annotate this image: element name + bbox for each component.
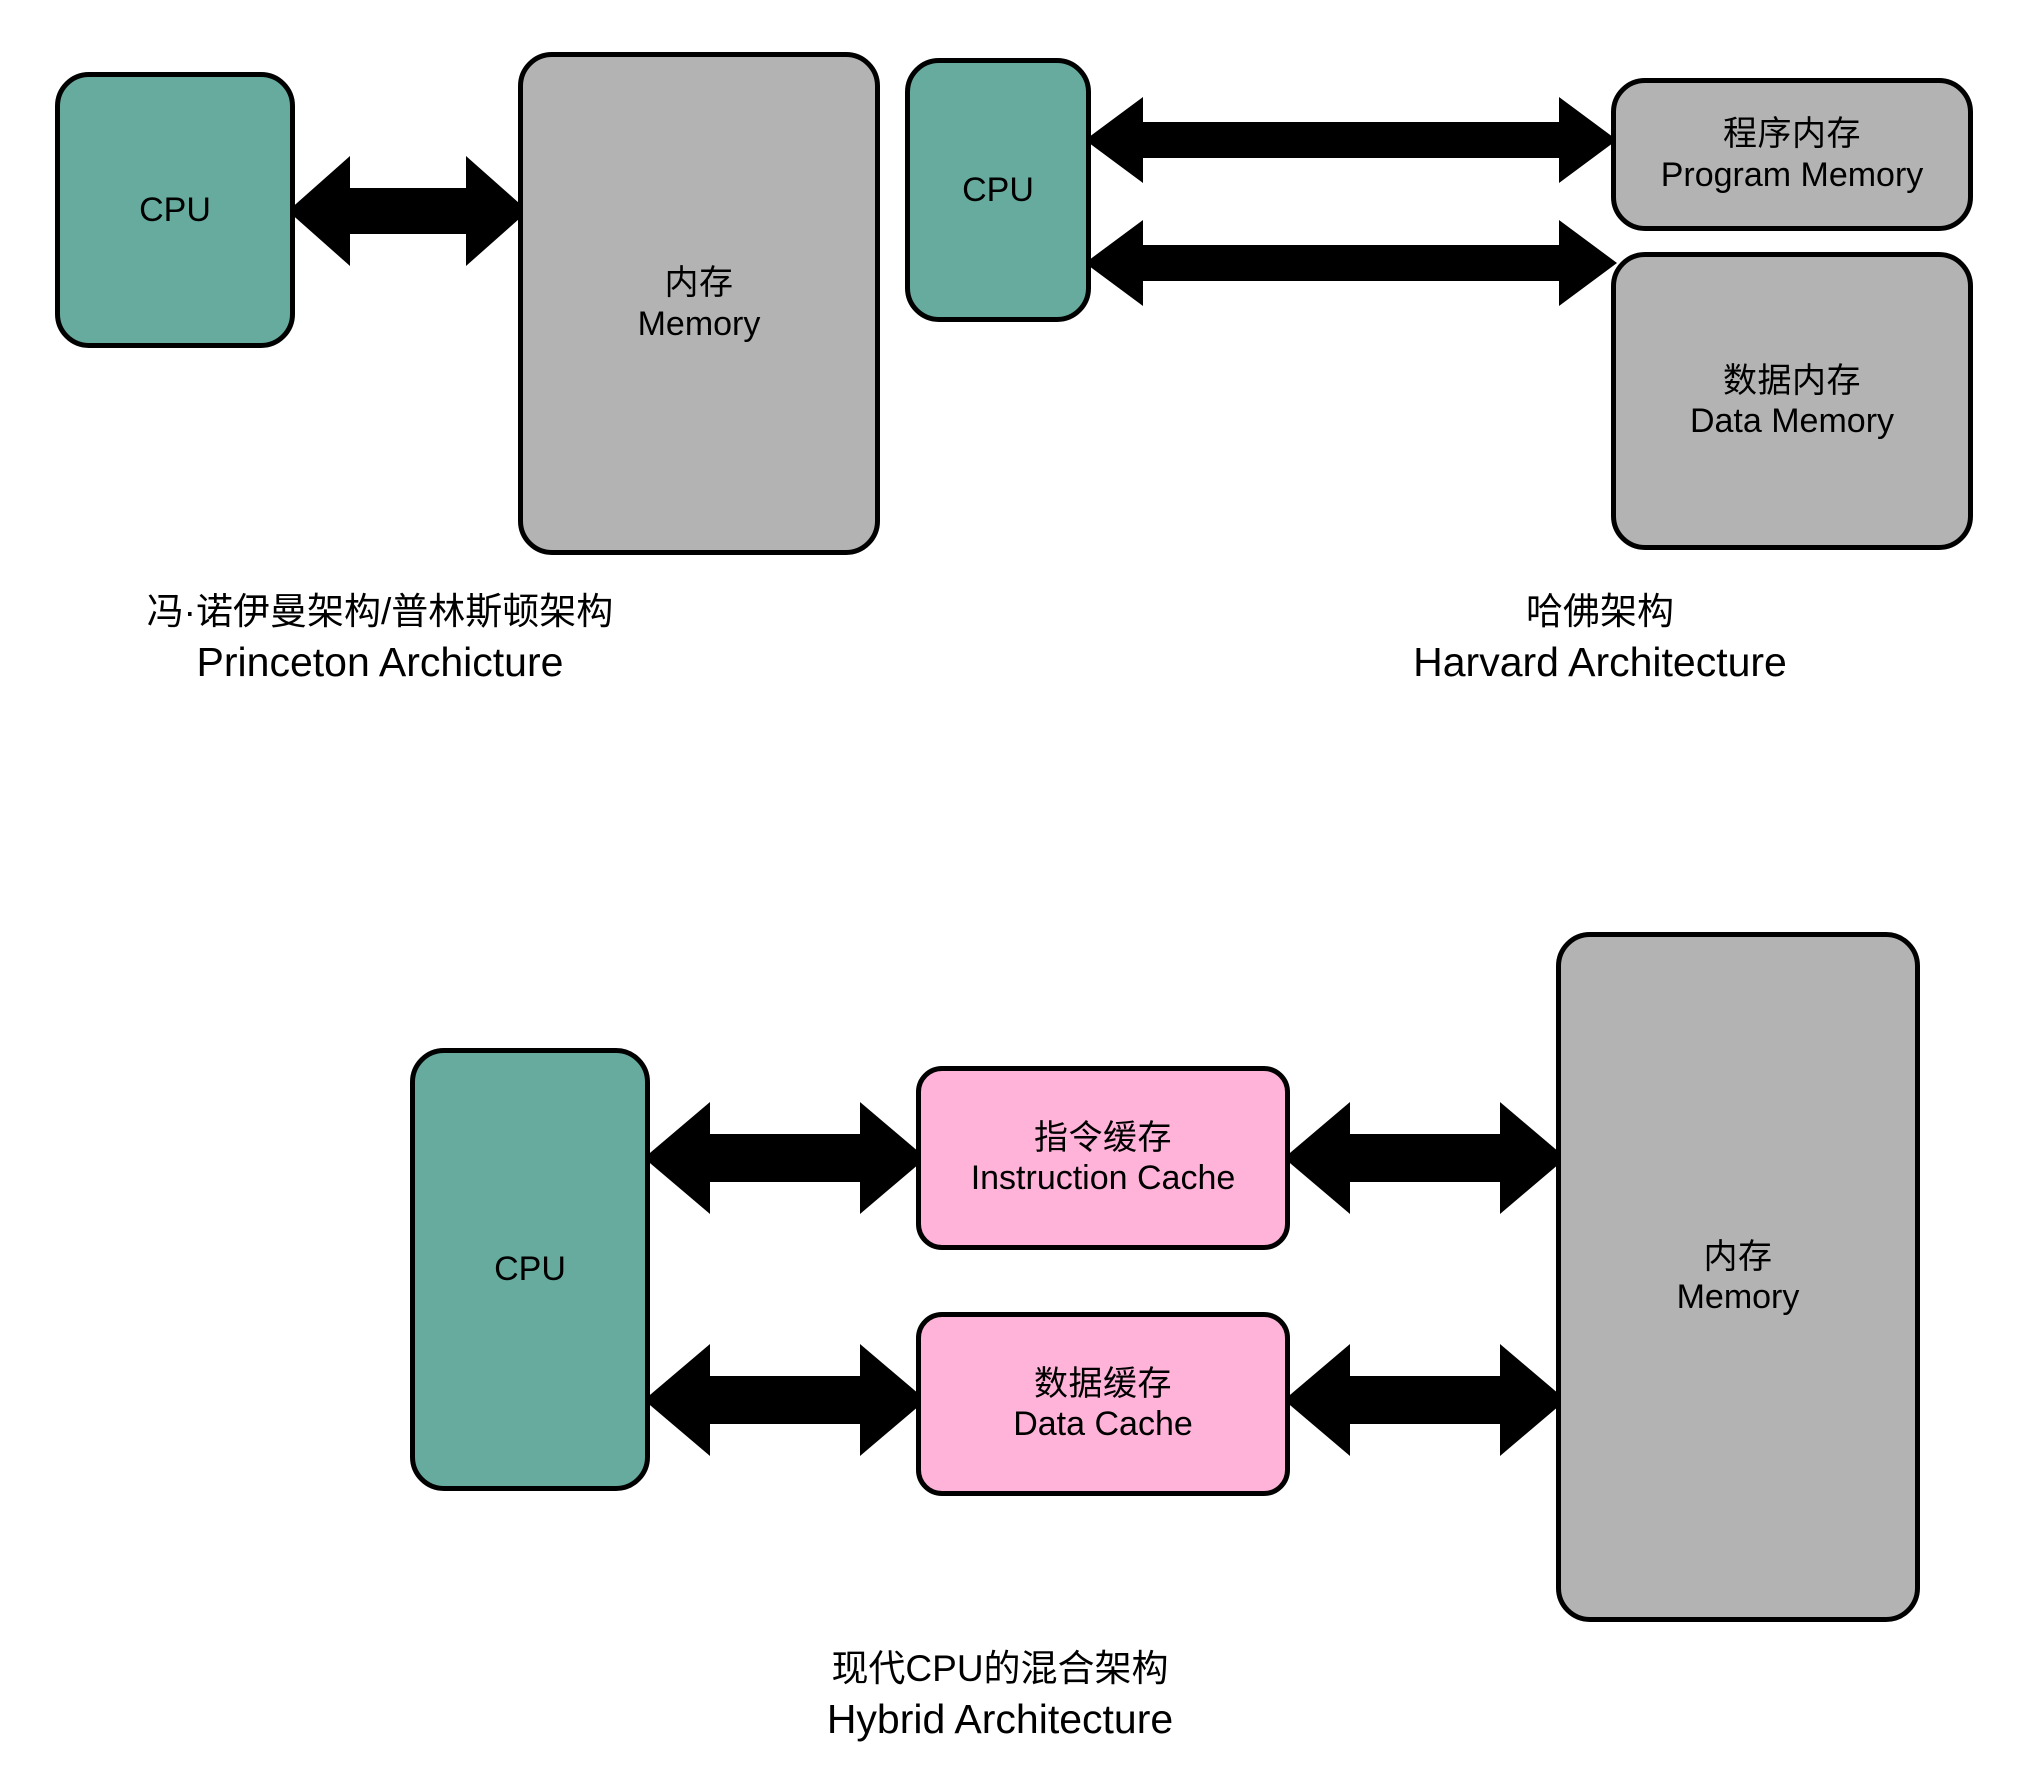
harvard-program-memory-label: 程序内存 Program Memory <box>1660 115 1924 194</box>
hybrid-data-cache-memory-arrow <box>1284 1330 1566 1470</box>
harvard-cpu-program-memory-arrow <box>1085 85 1617 195</box>
harvard-data-memory-label: 数据内存 Data Memory <box>1689 361 1895 440</box>
hybrid-cpu-data-cache-arrow <box>644 1330 926 1470</box>
princeton-memory-label: 内存 Memory <box>637 264 761 343</box>
hybrid-instruction-cache-memory-arrow <box>1284 1088 1566 1228</box>
hybrid-data-cache-label: 数据缓存 Data Cache <box>1013 1364 1193 1443</box>
harvard-data-memory-box: 数据内存 Data Memory <box>1611 252 1973 550</box>
harvard-cpu-label: CPU <box>962 170 1034 209</box>
harvard-cpu-data-memory-arrow <box>1085 208 1617 318</box>
hybrid-memory-box: 内存 Memory <box>1556 932 1920 1622</box>
hybrid-instruction-cache-label: 指令缓存 Instruction Cache <box>970 1118 1236 1197</box>
hybrid-cpu-box: CPU <box>410 1048 650 1491</box>
princeton-cpu-memory-arrow <box>288 136 528 286</box>
harvard-program-memory-box: 程序内存 Program Memory <box>1611 78 1973 231</box>
princeton-caption: 冯·诺伊曼架构/普林斯顿架构 Princeton Archicture <box>146 591 614 686</box>
harvard-cpu-box: CPU <box>905 58 1091 322</box>
princeton-memory-box: 内存 Memory <box>518 52 880 555</box>
princeton-cpu-label: CPU <box>139 190 211 229</box>
hybrid-memory-label: 内存 Memory <box>1676 1237 1800 1316</box>
princeton-cpu-box: CPU <box>55 72 295 348</box>
hybrid-caption: 现代CPU的混合架构 Hybrid Architecture <box>826 1648 1174 1743</box>
harvard-caption: 哈佛架构 Harvard Architecture <box>1413 591 1787 686</box>
hybrid-cpu-instruction-cache-arrow <box>644 1088 926 1228</box>
hybrid-data-cache-box: 数据缓存 Data Cache <box>916 1312 1290 1496</box>
hybrid-instruction-cache-box: 指令缓存 Instruction Cache <box>916 1066 1290 1250</box>
hybrid-cpu-label: CPU <box>494 1250 566 1289</box>
